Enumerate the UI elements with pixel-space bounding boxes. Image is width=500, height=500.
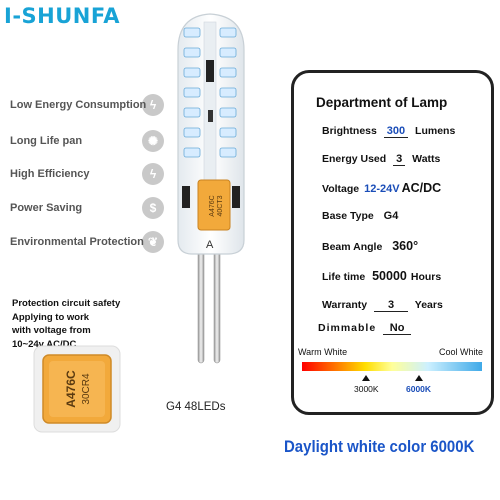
- protection-line: Applying to work: [12, 311, 90, 323]
- brand-logo: I-SHUNFA: [4, 4, 121, 28]
- feature-low-energy: Low Energy Consumption ϟ: [10, 94, 164, 116]
- spec-brightness: Brightness 300 Lumens: [322, 125, 455, 138]
- bulb-chip-text: A476C: [209, 195, 216, 216]
- color-temperature-scale: Warm White Cool White 3000K 6000K: [294, 343, 491, 403]
- protection-line: 10~24v AC/DC.: [12, 338, 79, 350]
- spec-label: Brightness: [322, 125, 377, 137]
- bolt-icon: ϟ: [142, 163, 164, 185]
- marker-arrow-icon: [362, 375, 370, 381]
- feature-high-efficiency: High Efficiency ϟ: [10, 163, 164, 185]
- spec-value: G4: [383, 210, 399, 222]
- spec-value: 360°: [392, 239, 419, 253]
- capacitor-image: A476C 30CR4: [33, 345, 121, 433]
- spec-label: Dimmable: [318, 322, 377, 334]
- spec-label: Life time: [322, 271, 366, 283]
- marker-3000k: 3000K: [354, 384, 379, 394]
- spec-beam-angle: Beam Angle 360°: [322, 239, 425, 253]
- capacitor-icon: A476C 30CR4: [33, 345, 121, 433]
- spec-title: Department of Lamp: [316, 95, 448, 110]
- spec-energy: Energy Used 3 Watts: [322, 153, 440, 166]
- spec-value: 50000: [372, 269, 407, 283]
- spec-unit: Lumens: [415, 125, 456, 137]
- leaf-icon: ❦: [142, 231, 164, 253]
- bulb-chip-text: 40CT3: [217, 195, 224, 216]
- led-bulb-icon: A476C 40CT3 A: [177, 13, 245, 364]
- spec-label: Energy Used: [322, 153, 387, 165]
- dollar-icon: $: [142, 197, 164, 219]
- protection-description: Protection circuit safety Applying to wo…: [12, 297, 120, 351]
- feature-label: Environmental Protection: [10, 236, 144, 248]
- spec-unit: AC/DC: [401, 181, 442, 195]
- feature-label: Power Saving: [10, 202, 83, 214]
- feature-power-saving: Power Saving $: [10, 197, 164, 219]
- feature-label: Long Life pan: [10, 135, 83, 147]
- marker-6000k: 6000K: [406, 384, 432, 394]
- feature-long-life: Long Life pan ✺: [10, 130, 164, 152]
- feature-label: Low Energy Consumption: [10, 99, 147, 111]
- marker-arrow-icon: [415, 375, 423, 381]
- spec-unit: Watts: [412, 153, 441, 165]
- spec-unit: Hours: [410, 271, 442, 283]
- chip-text: 30CR4: [81, 373, 92, 405]
- spec-label: Base Type: [322, 210, 374, 222]
- lightbulb-icon: ✺: [142, 130, 164, 152]
- spec-label: Beam Angle: [322, 241, 383, 253]
- daylight-caption: Daylight white color 6000K: [284, 437, 475, 456]
- chip-text: A476C: [64, 370, 78, 408]
- spec-value: 300: [383, 125, 409, 138]
- spec-dimmable: Dimmable No: [318, 322, 415, 335]
- feature-environmental: Environmental Protection ❦: [10, 231, 164, 253]
- warm-white-label: Warm White: [298, 347, 348, 357]
- energy-icon: ϟ: [142, 94, 164, 116]
- spec-label: Warranty: [322, 299, 368, 311]
- spec-value: 12-24V: [364, 183, 400, 195]
- bulb-label: A: [206, 239, 214, 251]
- led-bulb-image: A476C 40CT3 A: [168, 10, 278, 370]
- color-temperature-bar: [302, 362, 482, 371]
- feature-label: High Efficiency: [10, 168, 90, 180]
- spec-unit: Years: [414, 299, 443, 311]
- cool-white-label: Cool White: [438, 347, 483, 357]
- protection-line: Protection circuit safety: [12, 298, 121, 309]
- spec-base-type: Base Type G4: [322, 210, 405, 222]
- g4-label: G4 48LEDs: [166, 401, 226, 413]
- spec-value: 3: [393, 153, 406, 166]
- spec-warranty: Warranty 3 Years: [322, 299, 443, 312]
- spec-value: 3: [374, 299, 409, 312]
- spec-panel: Department of Lamp Brightness 300 Lumens…: [291, 70, 494, 415]
- spec-value: No: [383, 322, 412, 335]
- protection-line: with voltage from: [12, 325, 91, 336]
- spec-label: Voltage: [322, 183, 360, 195]
